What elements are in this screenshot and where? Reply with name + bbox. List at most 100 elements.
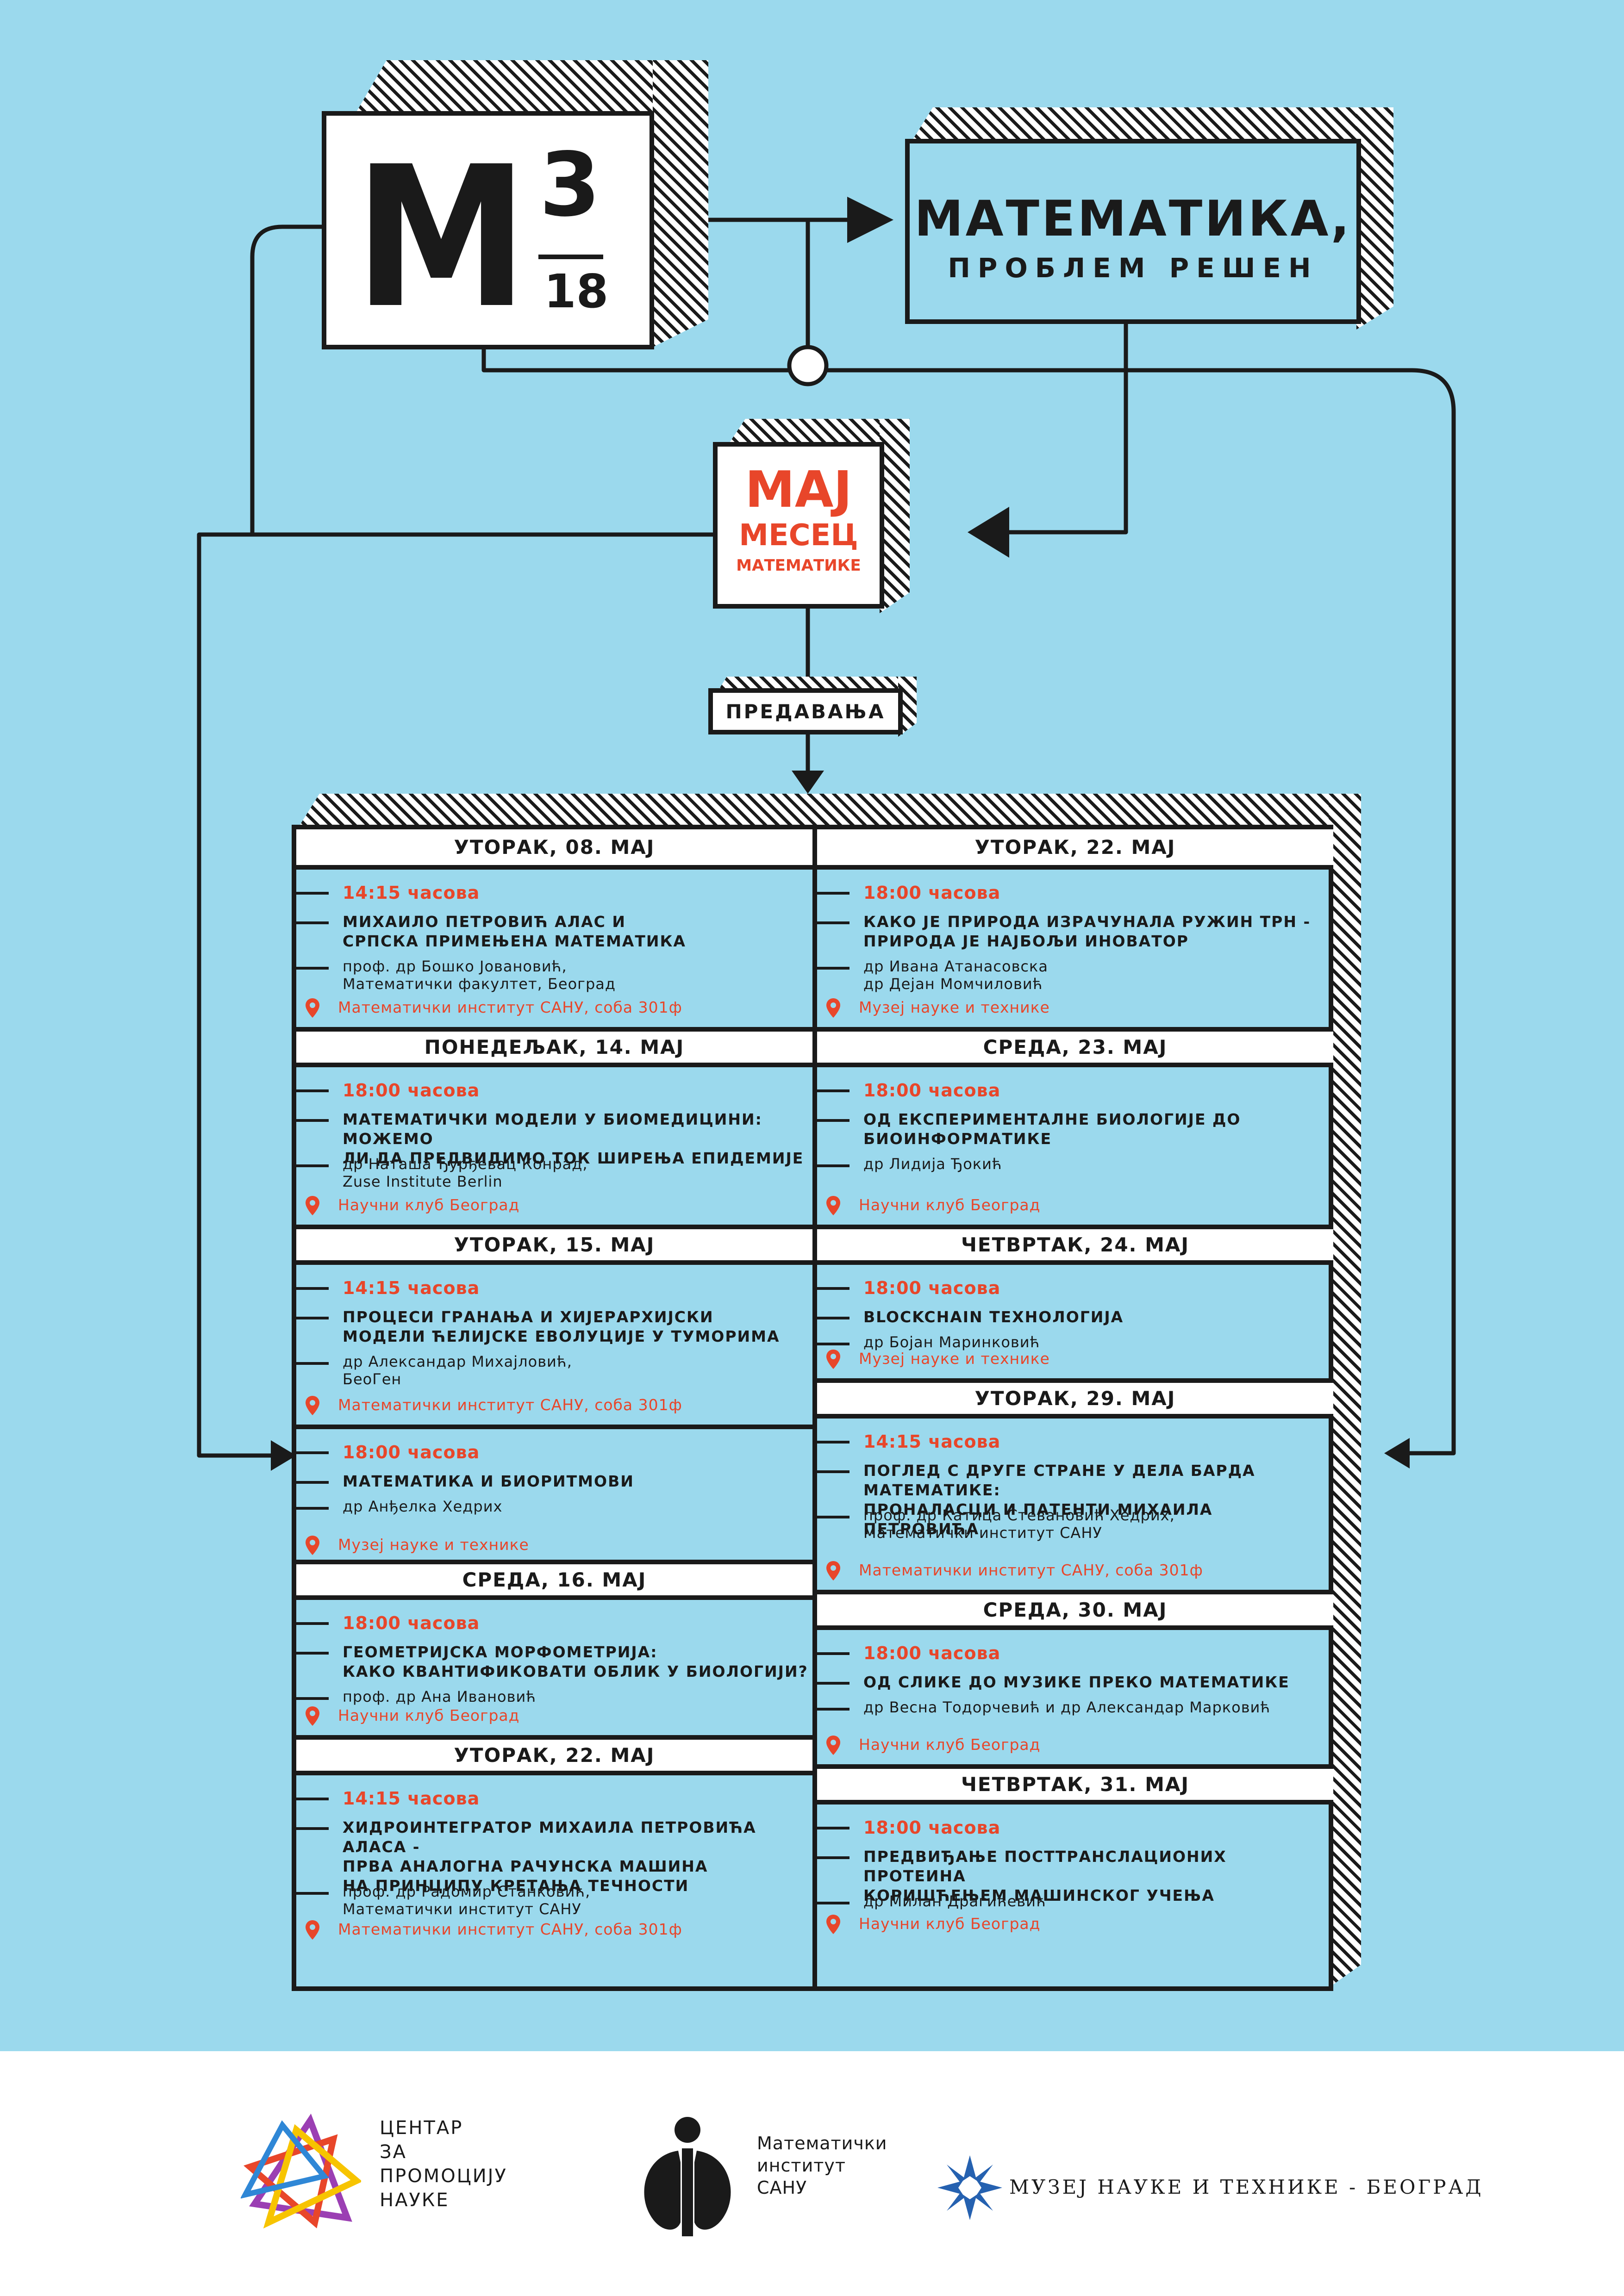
day-header: УТОРАК, 22. МАЈ <box>296 1735 812 1775</box>
row-tick <box>296 1892 329 1895</box>
row-tick <box>296 892 329 895</box>
place-row: Математички институт САНУ, соба 301ф <box>296 1920 682 1940</box>
place-row: Научни клуб Београд <box>817 1196 1040 1215</box>
row-tick <box>817 1287 849 1290</box>
speaker-row: др Александар Михајловић, БеоГен <box>296 1353 572 1388</box>
math-institute-logo-icon <box>644 2117 731 2236</box>
row-tick <box>296 1451 329 1454</box>
schedule-side-shade <box>1329 794 1361 1988</box>
speaker-row: др Лидија Ђокић <box>817 1155 1002 1173</box>
m3-box-side-shade <box>653 60 708 347</box>
title-box-top-shade <box>910 107 1389 144</box>
row-tick <box>296 1089 329 1092</box>
lecture-speaker: проф. др Бошко Јовановић, Математички фа… <box>343 958 616 993</box>
row-tick <box>296 921 329 924</box>
lecture-place: Математички институт САНУ, соба 301ф <box>338 998 682 1016</box>
row-tick <box>296 1507 329 1510</box>
row-tick <box>296 1362 329 1365</box>
lecture-time: 14:15 часова <box>343 883 480 903</box>
title-box-side-shade <box>1356 107 1393 330</box>
lecture-time: 18:00 часова <box>863 1817 1001 1838</box>
row-tick <box>817 1652 849 1655</box>
row-tick <box>817 1902 849 1904</box>
location-pin-icon <box>817 998 849 1018</box>
day-header: ПОНЕДЕЉАК, 14. МАЈ <box>296 1027 812 1067</box>
lecture-place: Математички институт САНУ, соба 301ф <box>859 1561 1203 1579</box>
lecture-speaker: проф. др Катица Стевановић Хедрих, Матем… <box>863 1506 1175 1542</box>
lecture-time: 18:00 часова <box>343 1442 480 1462</box>
row-tick <box>296 1287 329 1290</box>
junction-circle <box>787 345 829 386</box>
lecture-title: ОД СЛИКЕ ДО МУЗИКЕ ПРЕКО МАТЕМАТИКЕ <box>863 1673 1290 1691</box>
lecture-time: 18:00 часова <box>863 883 1001 903</box>
lecture-place: Математички институт САНУ, соба 301ф <box>338 1396 682 1414</box>
lecture-entry: 18:00 часова ОД СЛИКЕ ДО МУЗИКЕ ПРЕКО МА… <box>817 1630 1333 1764</box>
row-tick <box>817 1119 849 1122</box>
time-row: 14:15 часова <box>296 1278 480 1298</box>
row-tick <box>817 1516 849 1518</box>
museum-logo-icon <box>937 2155 1002 2220</box>
speaker-row: др Ивана Атанасовска др Дејан Момчиловић <box>817 958 1048 993</box>
title-row: ГЕОМЕТРИЈСКА МОРФОМЕТРИЈА: КАКО КВАНТИФИ… <box>296 1643 808 1681</box>
lecture-title: МАТЕМАТИЧКИ МОДЕЛИ У БИОМЕДИЦИНИ: МОЖЕМО… <box>343 1110 804 1167</box>
location-pin-icon <box>296 1536 329 1555</box>
arrow-right-entry-icon <box>1384 1438 1410 1468</box>
title-row: ХИДРОИНТЕГРАТОР МИХАИЛА ПЕТРОВИЋА АЛАСА … <box>296 1818 812 1896</box>
title-row: КАКО ЈЕ ПРИРОДА ИЗРАЧУНАЛА РУЖИН ТРН - П… <box>817 912 1311 951</box>
lecture-time: 14:15 часова <box>343 1278 480 1298</box>
location-pin-icon <box>817 1561 849 1580</box>
lecture-time: 14:15 часова <box>343 1788 480 1809</box>
lecture-time: 18:00 часова <box>863 1643 1001 1663</box>
arrow-to-month-icon <box>968 507 1009 558</box>
m3-logo: M 3 18 <box>322 111 654 349</box>
lecture-time: 18:00 часова <box>863 1278 1001 1298</box>
lecture-title: ХИДРОИНТЕГРАТОР МИХАИЛА ПЕТРОВИЋА АЛАСА … <box>343 1818 756 1895</box>
title-row: МАТЕМАТИКА И БИОРИТМОВИ <box>296 1472 634 1491</box>
logo-fraction-bar <box>538 255 603 259</box>
title-row: ПРЕДВИЂАЊЕ ПОСТТРАНСЛАЦИОНИХ ПРОТЕИНА КО… <box>817 1847 1333 1905</box>
lecture-title: ГЕОМЕТРИЈСКА МОРФОМЕТРИЈА: КАКО КВАНТИФИ… <box>343 1643 808 1680</box>
location-pin-icon <box>296 998 329 1018</box>
logo-letter: M <box>354 125 528 351</box>
time-row: 18:00 часова <box>296 1613 480 1633</box>
lecture-speaker: др Ивана Атанасовска др Дејан Момчиловић <box>863 958 1048 993</box>
lecture-place: Математички институт САНУ, соба 301ф <box>338 1920 682 1938</box>
row-tick <box>817 1089 849 1092</box>
title-sub: ПРОБЛЕМ РЕШЕН <box>948 252 1318 284</box>
lecture-time: 14:15 часова <box>863 1431 1001 1452</box>
lecture-entry: 18:00 часова ГЕОМЕТРИЈСКА МОРФОМЕТРИЈА: … <box>296 1600 812 1735</box>
lecture-entry: 14:15 часова ПРОЦЕСИ ГРАНАЊА И ХИЈЕРАРХИ… <box>296 1265 812 1425</box>
location-pin-icon <box>296 1396 329 1415</box>
lecture-place: Музеј науке и технике <box>859 998 1050 1016</box>
row-tick <box>817 1317 849 1319</box>
lecture-speaker: др Лидија Ђокић <box>863 1155 1002 1173</box>
section-label: ПРЕДАВАЊА <box>708 688 903 734</box>
time-row: 14:15 часова <box>296 883 480 903</box>
lecture-entry: 18:00 часова ПРЕДВИЂАЊЕ ПОСТТРАНСЛАЦИОНИ… <box>817 1804 1333 1943</box>
lecture-title: ПРОЦЕСИ ГРАНАЊА И ХИЈЕРАРХИЈСКИ МОДЕЛИ Ћ… <box>343 1308 780 1345</box>
lecture-title: КАКО ЈЕ ПРИРОДА ИЗРАЧУНАЛА РУЖИН ТРН - П… <box>863 913 1311 950</box>
row-tick <box>817 1470 849 1473</box>
place-row: Музеј науке и технике <box>817 998 1050 1018</box>
lecture-time: 18:00 часова <box>343 1080 480 1101</box>
left-column: УТОРАК, 08. МАЈ 14:15 часова МИХАИЛО ПЕТ… <box>296 829 812 1986</box>
arrow-to-schedule-icon <box>792 771 824 794</box>
schedule-table: УТОРАК, 08. МАЈ 14:15 часова МИХАИЛО ПЕТ… <box>292 825 1333 1991</box>
lecture-speaker: др Наташа Ђурђевац Конрад, Zuse Institut… <box>343 1155 588 1190</box>
time-row: 14:15 часова <box>296 1788 480 1809</box>
title-row: МАТЕМАТИЧКИ МОДЕЛИ У БИОМЕДИЦИНИ: МОЖЕМО… <box>296 1110 812 1168</box>
title-row: МИХАИЛО ПЕТРОВИЋ АЛАС И СРПСКА ПРИМЕЊЕНА… <box>296 912 686 951</box>
time-row: 18:00 часова <box>817 1643 1000 1663</box>
location-pin-icon <box>296 1196 329 1215</box>
row-tick <box>296 1317 329 1319</box>
lecture-speaker: др Весна Тодорчевић и др Александар Марк… <box>863 1699 1271 1716</box>
logo-exponent: 3 <box>539 134 601 236</box>
lecture-entry: 18:00 часова МАТЕМАТИКА И БИОРИТМОВИ др … <box>296 1425 812 1564</box>
speaker-row: др Весна Тодорчевић и др Александар Марк… <box>817 1699 1270 1716</box>
speaker-row: др Бојан Маринковић <box>817 1333 1040 1351</box>
title-box: МАТЕМАТИКА, ПРОБЛЕМ РЕШЕН <box>905 139 1361 324</box>
arrow-left-entry-icon <box>271 1440 296 1471</box>
title-main: МАТЕМАТИКА, <box>914 190 1352 247</box>
lecture-time: 18:00 часова <box>863 1080 1001 1101</box>
row-tick <box>296 1697 329 1700</box>
